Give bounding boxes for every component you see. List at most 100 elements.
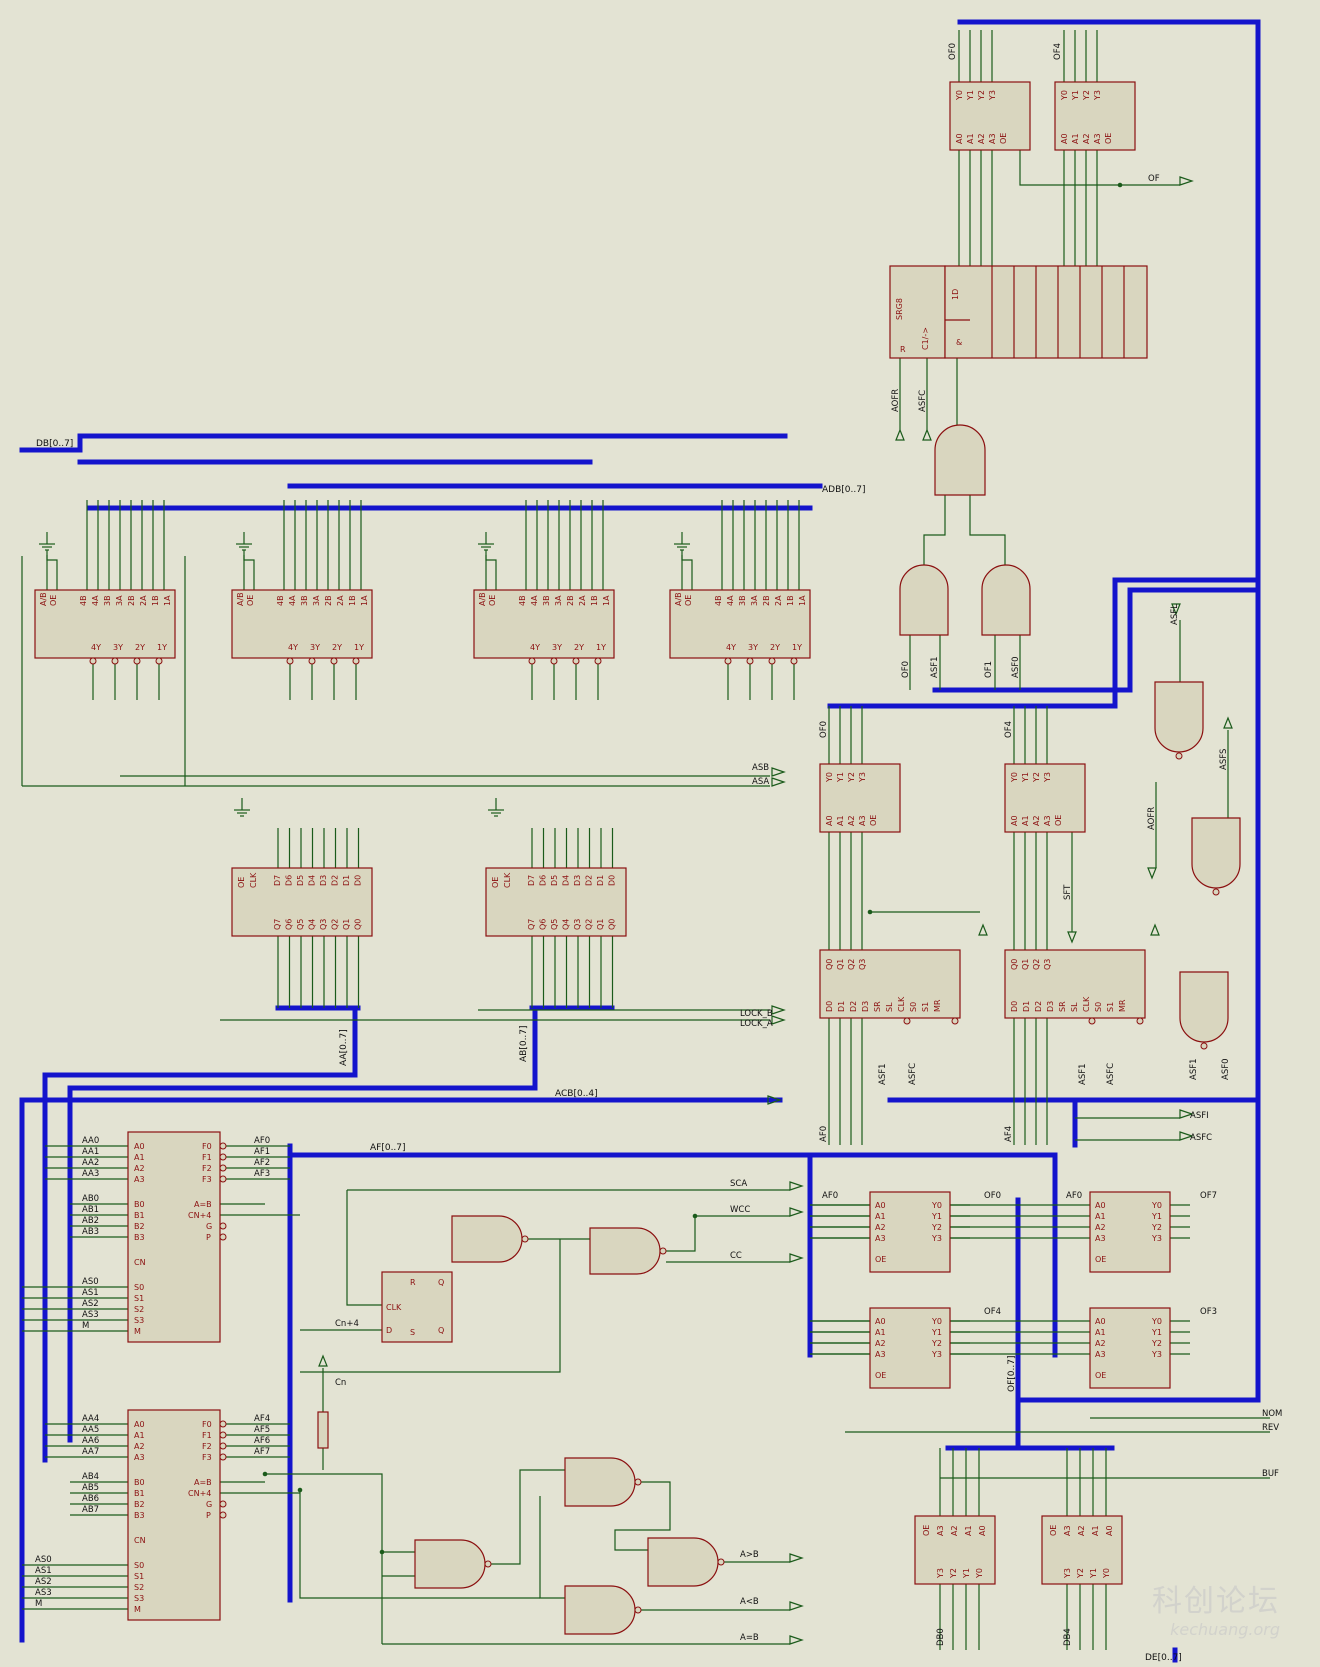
net-label: WCC <box>730 1205 750 1215</box>
net-label-cn4: Cn+4 <box>335 1319 359 1329</box>
pin-label: A1 <box>134 1431 145 1440</box>
inversion-bubble <box>219 1431 227 1439</box>
pin-label: D5 <box>296 875 305 886</box>
pin-label: Q3 <box>858 959 867 970</box>
inversion-bubble <box>219 1420 227 1428</box>
net-label: OF7 <box>1200 1191 1217 1201</box>
net-label: AB2 <box>82 1216 99 1226</box>
pin-label: OE <box>246 595 255 606</box>
net-label: SCA <box>730 1179 747 1189</box>
pin-label: Q0 <box>1010 959 1019 970</box>
wire <box>969 495 1006 565</box>
wire <box>1019 150 1180 186</box>
pin-label: D2 <box>331 875 340 886</box>
pin-label: 1B <box>348 595 357 606</box>
inversion-bubble <box>111 657 119 665</box>
pin-label: D5 <box>550 875 559 886</box>
pin-label: Y3 <box>931 1350 942 1359</box>
pin-label: B0 <box>134 1200 145 1209</box>
net-label: AB0 <box>82 1194 99 1204</box>
net-label: AA1 <box>82 1147 99 1157</box>
pin-label: Q1 <box>342 919 351 930</box>
pin-label: Y2 <box>949 1568 958 1579</box>
pin-label: S2 <box>134 1583 144 1592</box>
pin-label: A1 <box>1071 133 1080 144</box>
decoder-of-2 <box>1089 1191 1171 1273</box>
net-label: OF4 <box>1004 721 1014 738</box>
terminal-arrow <box>1179 1109 1194 1119</box>
pin-label: OE <box>491 877 500 888</box>
pin-label: 4B <box>518 595 527 606</box>
inversion-bubble <box>717 1558 725 1566</box>
pin-label: SR <box>873 1001 882 1012</box>
pin-label: D <box>386 1326 392 1335</box>
inversion-bubble <box>219 1511 227 1519</box>
pin-label: A2 <box>134 1164 145 1173</box>
terminal-arrow <box>789 1601 804 1611</box>
pin-label: A1 <box>1021 815 1030 826</box>
net-label: AF0 <box>819 1126 829 1142</box>
net-label: REV <box>1262 1423 1279 1433</box>
inversion-bubble <box>790 657 798 665</box>
pin-label: S0 <box>1094 1002 1103 1012</box>
pin-label: A2 <box>134 1442 145 1451</box>
pin-label: SR <box>1058 1001 1067 1012</box>
junction-dot <box>379 1549 385 1555</box>
pin-label: A3 <box>1095 1234 1106 1243</box>
pin-label: A0 <box>875 1201 886 1210</box>
pin-label: 4A <box>726 595 735 606</box>
pin-label: 3A <box>115 595 124 606</box>
pin-label: OE <box>875 1255 886 1264</box>
bus-label-aa: AA[0..7] <box>339 1029 349 1066</box>
decoder-top-1 <box>949 81 1031 151</box>
pin-label: 1B <box>786 595 795 606</box>
inversion-bubble <box>528 657 536 665</box>
net-label: AF6 <box>254 1436 270 1446</box>
pin-label: F1 <box>202 1153 212 1162</box>
terminal-arrow <box>789 1207 804 1217</box>
bus-label-db: DB[0..7] <box>36 439 73 449</box>
junction-dot <box>262 1471 268 1477</box>
inversion-bubble <box>308 657 316 665</box>
pin-label: Q2 <box>585 919 594 930</box>
pin-label: A3 <box>1063 1525 1072 1536</box>
net-label: OF4 <box>1053 43 1063 60</box>
net-label: AS1 <box>82 1288 99 1298</box>
pin-label: CN+4 <box>188 1211 211 1220</box>
net-label: ASFL <box>1170 604 1180 625</box>
pin-label: Y0 <box>931 1201 942 1210</box>
pin-label: B1 <box>134 1211 145 1220</box>
junction-dot <box>867 909 873 915</box>
terminal-arrow <box>1067 931 1077 944</box>
pin-label: A3 <box>875 1350 886 1359</box>
net-label: AB4 <box>82 1472 99 1482</box>
pin-label: 4A <box>288 595 297 606</box>
pin-label: D4 <box>308 875 317 886</box>
pin-label: D0 <box>608 875 617 886</box>
and-gate-srg <box>934 424 986 496</box>
pin-label: Q1 <box>596 919 605 930</box>
inversion-bubble <box>1200 1042 1208 1050</box>
pin-label: 4B <box>79 595 88 606</box>
inversion-bubble <box>219 1233 227 1241</box>
pin-label: 2Y <box>135 643 145 652</box>
inversion-bubble <box>219 1164 227 1172</box>
wire <box>681 550 693 590</box>
net-label: A<B <box>740 1597 759 1607</box>
inversion-bubble <box>484 1560 492 1568</box>
pin-label: A1 <box>964 1525 973 1536</box>
inversion-bubble <box>219 1153 227 1161</box>
pin-label: G <box>206 1500 212 1509</box>
bus-label-af: AF[0..7] <box>370 1143 406 1153</box>
pin-label: 3A <box>312 595 321 606</box>
pin-label: A2 <box>1082 133 1091 144</box>
logic-gates <box>89 424 1241 1635</box>
buffer-chip-2 <box>231 589 373 659</box>
pin-label: S2 <box>134 1305 144 1314</box>
bus-label-ab: AB[0..7] <box>519 1025 529 1062</box>
pin-label: Y2 <box>1151 1339 1162 1348</box>
pin-label: 3B <box>300 595 309 606</box>
bus-label-acb: ACB[0..4] <box>555 1089 598 1099</box>
net-label: AF3 <box>254 1169 270 1179</box>
